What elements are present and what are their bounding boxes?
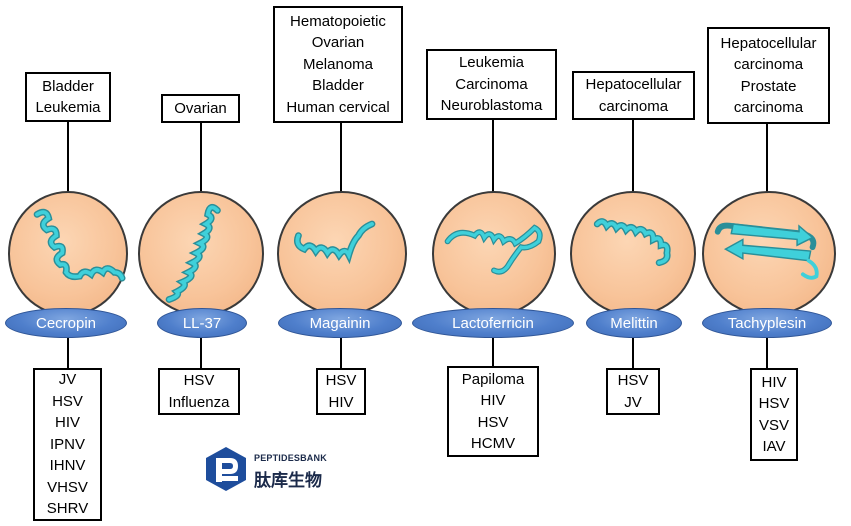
virus-label: HIV bbox=[54, 414, 80, 432]
structure-circle-cecropin bbox=[8, 191, 128, 316]
virus-label: VSV bbox=[758, 416, 789, 434]
alpha-helix-icon bbox=[444, 224, 543, 275]
peptide-name: Magainin bbox=[309, 314, 371, 332]
alpha-helix-icon bbox=[33, 208, 126, 282]
peptide-name: Cecropin bbox=[35, 314, 97, 332]
virus-label: IPNV bbox=[49, 435, 85, 453]
structure-circle-magainin bbox=[277, 191, 407, 316]
virus-label: HSV bbox=[183, 372, 215, 389]
cancer-label: carcinoma bbox=[733, 56, 804, 73]
cancer-label: Hematopoietic bbox=[290, 12, 386, 30]
virus-label: SHRV bbox=[46, 500, 89, 518]
virus-label: IAV bbox=[762, 438, 786, 455]
virus-box-cecropin: JV HSV HIV IPNV IHNV VHSV SHRV bbox=[33, 368, 102, 521]
cancer-box-tachyplesin: Hepatocellular carcinoma Prostate carcin… bbox=[707, 27, 830, 124]
cancer-label: Ovarian bbox=[311, 34, 365, 52]
cancer-box-magainin: Hematopoietic Ovarian Melanoma Bladder H… bbox=[273, 6, 403, 123]
cancer-label: Prostate bbox=[740, 77, 797, 95]
peptide-label-melittin: Melittin bbox=[586, 308, 682, 338]
alpha-helix-icon bbox=[165, 203, 221, 303]
virus-box-tachyplesin: HIV HSV VSV IAV bbox=[750, 368, 798, 461]
virus-label: JV bbox=[624, 393, 642, 411]
peptide-label-tachyplesin: Tachyplesin bbox=[702, 308, 832, 338]
virus-label: HSV bbox=[52, 392, 83, 410]
structure-circle-melittin bbox=[570, 191, 696, 316]
cancer-label: Leukemia bbox=[35, 99, 101, 116]
alpha-helix-icon bbox=[593, 218, 671, 267]
virus-box-melittin: HSV JV bbox=[606, 368, 660, 415]
cancer-label: Neuroblastoma bbox=[440, 97, 543, 115]
virus-label: HIV bbox=[761, 373, 787, 391]
virus-label: HSV bbox=[477, 413, 509, 431]
virus-label: IHNV bbox=[49, 457, 86, 475]
virus-box-lactoferricin: Papiloma HIV HSV HCMV bbox=[447, 366, 539, 457]
cancer-box-cecropin: Bladder Leukemia bbox=[25, 72, 111, 122]
virus-label: VHSV bbox=[47, 478, 88, 496]
cancer-label: Bladder bbox=[42, 77, 94, 95]
cancer-label: Hepatocellular bbox=[585, 76, 682, 93]
alpha-helix-icon bbox=[293, 220, 376, 265]
peptide-name: LL-37 bbox=[182, 314, 222, 332]
cancer-label: Ovarian bbox=[174, 99, 227, 117]
peptide-label-cecropin: Cecropin bbox=[5, 308, 127, 338]
virus-label: HIV bbox=[480, 392, 506, 409]
virus-label: HIV bbox=[328, 393, 354, 411]
cancer-label: Hepatocellular bbox=[720, 34, 817, 52]
virus-box-ll37: HSV Influenza bbox=[158, 368, 240, 415]
logo-text-cn: 肽库生物 bbox=[254, 471, 322, 491]
peptidesbank-logo-icon bbox=[206, 447, 246, 491]
peptide-name: Lactoferricin bbox=[452, 314, 534, 332]
logo-text-en: PEPTIDESBANK bbox=[254, 453, 327, 463]
virus-label: HSV bbox=[758, 395, 790, 412]
virus-box-magainin: HSV HIV bbox=[316, 368, 366, 415]
cancer-label: Carcinoma bbox=[455, 75, 528, 93]
peptide-name: Melittin bbox=[610, 314, 658, 332]
cancer-label: Human cervical bbox=[286, 98, 390, 116]
virus-label: Influenza bbox=[168, 393, 230, 411]
virus-label: Papiloma bbox=[461, 370, 525, 388]
cancer-box-melittin: Hepatocellular carcinoma bbox=[572, 71, 695, 120]
virus-label: JV bbox=[58, 371, 77, 389]
beta-sheet-icon bbox=[714, 222, 819, 280]
virus-label: HSV bbox=[617, 372, 649, 389]
cancer-box-lactoferricin: Leukemia Carcinoma Neuroblastoma bbox=[426, 49, 557, 120]
cancer-label: carcinoma bbox=[598, 97, 669, 115]
peptide-label-magainin: Magainin bbox=[278, 308, 402, 338]
cancer-label: Leukemia bbox=[458, 54, 525, 72]
virus-label: HSV bbox=[325, 372, 357, 389]
peptide-label-lactoferricin: Lactoferricin bbox=[412, 308, 574, 338]
virus-label: HCMV bbox=[470, 435, 516, 452]
cancer-label: Bladder bbox=[312, 77, 364, 95]
peptide-label-ll37: LL-37 bbox=[157, 308, 247, 338]
structure-circle-ll37 bbox=[138, 191, 264, 316]
cancer-box-ll37: Ovarian bbox=[161, 94, 240, 123]
peptidesbank-logo: PEPTIDESBANK 肽库生物 bbox=[204, 446, 344, 492]
peptide-name: Tachyplesin bbox=[727, 314, 807, 332]
cancer-label: carcinoma bbox=[733, 99, 804, 116]
structure-circle-tachyplesin bbox=[702, 191, 836, 316]
cancer-label: Melanoma bbox=[302, 55, 374, 73]
structure-circle-lactoferricin bbox=[432, 191, 556, 316]
